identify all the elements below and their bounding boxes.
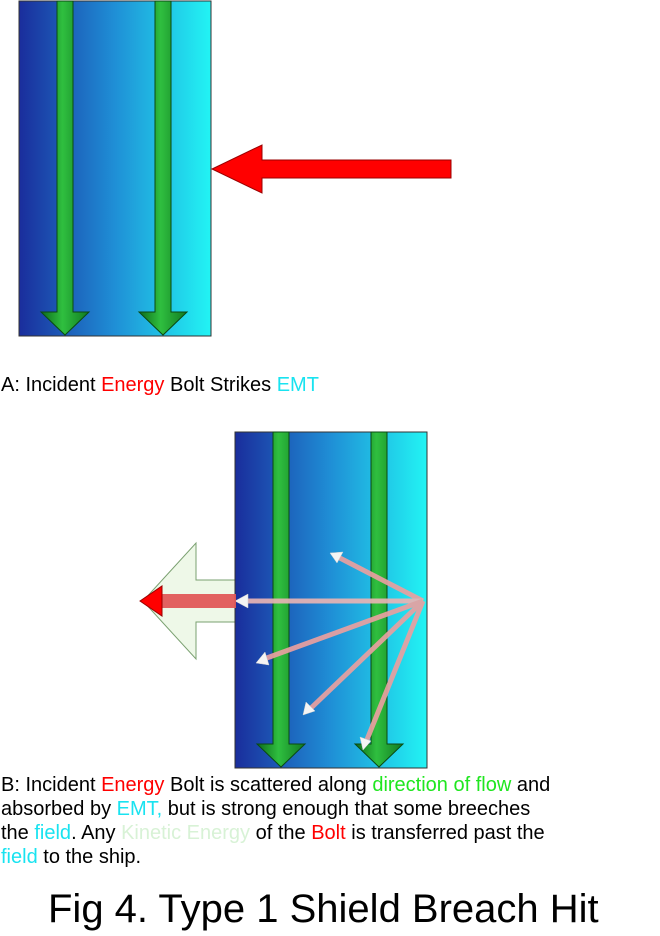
breach-bolt-shaft — [160, 594, 236, 608]
panel_a.caption-run: EMT — [276, 374, 319, 396]
scatter-head-left — [234, 593, 249, 609]
panel_a.caption-run: A: Incident — [1, 374, 102, 396]
scatter-ray-down-left — [263, 598, 424, 662]
scatter-head-down-steep — [359, 736, 372, 751]
scattered-energy-rays — [246, 553, 426, 743]
panel_b.caption_lines.2-run: Bolt — [311, 822, 346, 844]
caption-b: B: Incident Energy Bolt is scattered alo… — [1, 773, 550, 869]
breach-bolt — [139, 585, 236, 617]
panel_b.caption_lines.0-run: direction of flow — [372, 774, 512, 796]
panel_a.caption-run: Bolt Strikes — [164, 374, 277, 396]
panel_b.caption_lines.2-run: is transferred past the — [345, 822, 545, 844]
breach-bolt-head — [139, 585, 163, 617]
panel_b.caption_lines.1-run: absorbed by — [1, 798, 117, 820]
panel_b.caption_lines.0-run: Energy — [101, 774, 165, 796]
panel_b.caption_lines.2-run: of the — [250, 822, 312, 844]
panel_b.caption_lines.2-run: the — [1, 822, 35, 844]
flow-arrow-a-left — [39, 0, 91, 336]
panel_b.caption_lines.3-run: field — [1, 846, 38, 868]
panel_b.caption_lines.0-run: Bolt is scattered along — [164, 774, 373, 796]
scatter-head-down — [302, 701, 316, 716]
panel_b.caption_lines.2-run: field — [34, 822, 72, 844]
caption-b-line: the field. Any Kinetic Energy of the Bol… — [1, 821, 550, 845]
energy-bolt-arrow-a — [210, 144, 452, 194]
panel_b.caption_lines.0-run: and — [511, 774, 551, 796]
scatter-ray-up — [334, 553, 425, 604]
panel-a — [18, 0, 452, 337]
scatter-arrowheads — [234, 551, 372, 751]
panel_b.caption_lines.1-run: but is strong enough that some breeches — [162, 798, 531, 820]
scatter-ray-down-steep — [363, 600, 426, 743]
emt-field-a — [18, 0, 212, 337]
caption-b-line: field to the ship. — [1, 845, 550, 869]
panel-b — [139, 431, 428, 769]
scatter-head-down-left — [255, 651, 270, 666]
panel_b.caption_lines.0-run: B: Incident — [1, 774, 102, 796]
panel_a.caption-run: Energy — [101, 374, 165, 396]
panel_b.caption_lines.3-run: to the ship. — [37, 846, 142, 868]
scatter-ray-down — [308, 599, 425, 711]
caption-b-line: absorbed by EMT, but is strong enough th… — [1, 797, 550, 821]
caption-a: A: Incident Energy Bolt Strikes EMT — [1, 373, 319, 397]
panel_b.caption_lines.1-run: EMT, — [116, 798, 163, 820]
panel_b.caption_lines.2-run: Kinetic Energy — [121, 822, 251, 844]
flow-arrow-a-right — [137, 0, 189, 336]
figure-title: Fig 4. Type 1 Shield Breach Hit — [48, 887, 599, 931]
panel_b.caption_lines.2-run: . Any — [71, 822, 122, 844]
caption-b-line: B: Incident Energy Bolt is scattered alo… — [1, 773, 550, 797]
scatter-head-up — [329, 551, 344, 564]
